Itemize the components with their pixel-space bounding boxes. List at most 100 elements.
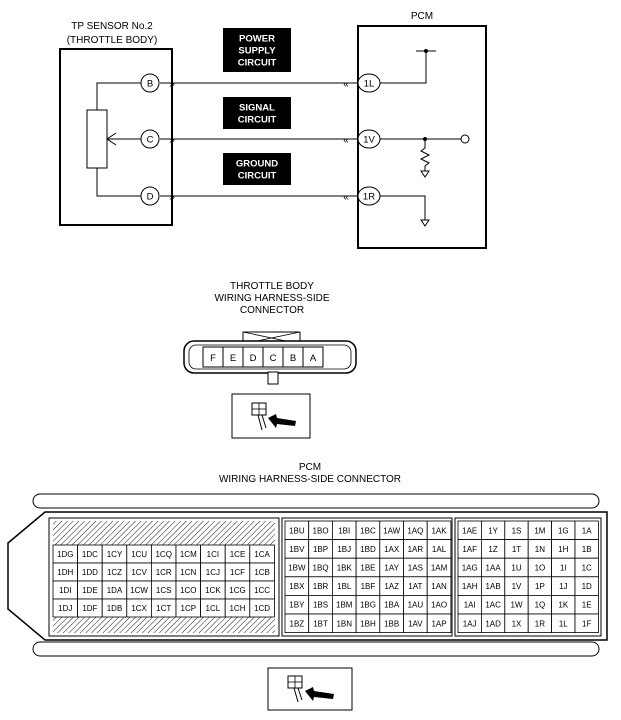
pcm-connector-chevron-icon: « [343,135,349,146]
pcm-pin-label: 1BL [337,582,352,591]
pcm-pin-label: 1AA [486,564,502,573]
pcm-pin-label: 1CV [131,568,147,577]
pcm-pin-label: 1AD [485,619,501,628]
pcm-pin-label: 1CD [254,604,270,613]
throttle-pin-label: E [230,353,236,364]
circuit-label-line: SIGNAL [239,103,275,114]
pcm-pin-label: 1Y [488,526,498,535]
pcm-pin-label: 1F [582,619,591,628]
pcm-pin-label: 1A [582,526,592,535]
pcm-pin-label: 1CE [230,550,246,559]
external-wires: »«»«»« [160,79,359,203]
pcm-pin-label: 1CK [205,586,221,595]
pcm-pin-label: 1W [511,601,523,610]
throttle-pin-cell [302,346,324,368]
sensor-terminal-label: C [147,135,154,146]
potentiometer-resistor [86,109,108,169]
pcm-pin-label: 1CM [180,550,197,559]
pcm-pin-label: 1AE [462,526,477,535]
circuit-label-box [223,28,291,72]
throttle-pin-label: B [290,353,296,364]
pcm-pin-label: 1CY [107,550,123,559]
pcm-pin-label: 1BZ [290,619,305,628]
pcm-terminal-label: 1R [363,192,375,203]
pcm-pin-label: 1AG [462,564,478,573]
throttle-pin-label: C [270,353,277,364]
pcm-pin-label: 1BV [289,545,305,554]
pcm-pin-label: 1CA [254,550,270,559]
pcm-pin-label: 1BC [360,526,376,535]
pcm-pin-label: 1G [558,526,569,535]
sensor-connector-chevron-icon: » [169,79,175,90]
pcm-pin-label: 1AL [432,545,447,554]
pcm-pin-label: 1BA [384,601,400,610]
pcm-pin-label: 1BM [336,601,353,610]
pcm-pin-label: 1BH [360,619,376,628]
pcm-pin-label: 1CL [206,604,221,613]
pcm-pin-label: 1X [512,619,522,628]
circuit-label-line: GROUND [236,159,278,170]
pcm-pin-label: 1BS [313,601,328,610]
pcm-pin-label: 1CU [131,550,147,559]
pcm-pin-label: 1CR [156,568,172,577]
pcm-pin-label: 1T [512,545,521,554]
pcm-pin-label: 1BU [289,526,305,535]
pcm-terminal-circle [357,129,381,149]
title-line: PCM [299,462,321,473]
signal-ground-icon [420,170,430,178]
pcm-pin-label: 1H [558,545,568,554]
pcm-view-icon [267,667,353,711]
pcm-pin-label: 1Q [535,601,546,610]
pcm-title: PCM [411,11,433,22]
pcm-pin-label: 1CI [207,550,219,559]
ground-icon [420,219,430,227]
pcm-pin-label: 1AC [485,601,501,610]
pcm-pin-label: 1L [559,619,568,628]
pcm-pin-label: 1M [534,526,545,535]
pcm-pin-label: 1CT [156,604,171,613]
pcm-connector-top-rail [32,493,600,509]
pcm-pin-label: 1AH [462,582,478,591]
pcm-pin-label: 1E [582,601,592,610]
pcm-pin-label: 1AS [408,564,423,573]
pcm-pin-label: 1AT [408,582,422,591]
pcm-pin-label: 1BT [313,619,328,628]
pcm-pin-label: 1AM [431,564,448,573]
pcm-pin-label: 1CQ [155,550,171,559]
pull-down-resistor-icon [419,139,431,171]
pcm-pin-label: 1B [582,545,592,554]
pcm-pin-label: 1K [558,601,568,610]
wiper-arrow-icon [106,132,117,146]
pcm-pin-label: 1CC [254,586,270,595]
pcm-pin-label: 1DD [82,568,98,577]
pcm-terminal-label: 1L [364,79,375,90]
pcm-pin-label: 1DJ [58,604,72,613]
pcm-pin-label: 1AW [383,526,400,535]
pcm-pin-label: 1I [560,564,567,573]
pcm-pin-label: 1BG [360,601,376,610]
pcm-pin-label: 1BO [313,526,329,535]
pcm-pin-label: 1DA [107,586,123,595]
pcm-pin-label: 1AK [431,526,447,535]
sensor-terminal-label: D [147,192,154,203]
pcm-pin-label: 1DC [82,550,98,559]
sensor-wire-b [96,82,150,110]
pcm-pin-cell [426,613,452,634]
pcm-pin-label: 1BN [336,619,352,628]
pcm-pin-label: 1AU [408,601,424,610]
pcm-pin-label: 1DE [82,586,98,595]
pcm-pin-label: 1P [535,582,545,591]
throttle-pin-label: D [250,353,257,364]
pcm-pin-label: 1AQ [407,526,423,535]
sensor-title-line1: TP SENSOR No.2 [71,21,153,32]
circuit-label-line: POWER [239,34,275,45]
pcm-pin-label: 1V [512,582,522,591]
pcm-terminal-label: 1V [363,135,375,146]
pcm-pin-label: 1AR [408,545,424,554]
pcm-connector-chevron-icon: « [343,192,349,203]
pcm-pin-label: 1CF [230,568,245,577]
pcm-pin-label: 1CO [180,586,196,595]
pcm-pin-label: 1BJ [337,545,351,554]
